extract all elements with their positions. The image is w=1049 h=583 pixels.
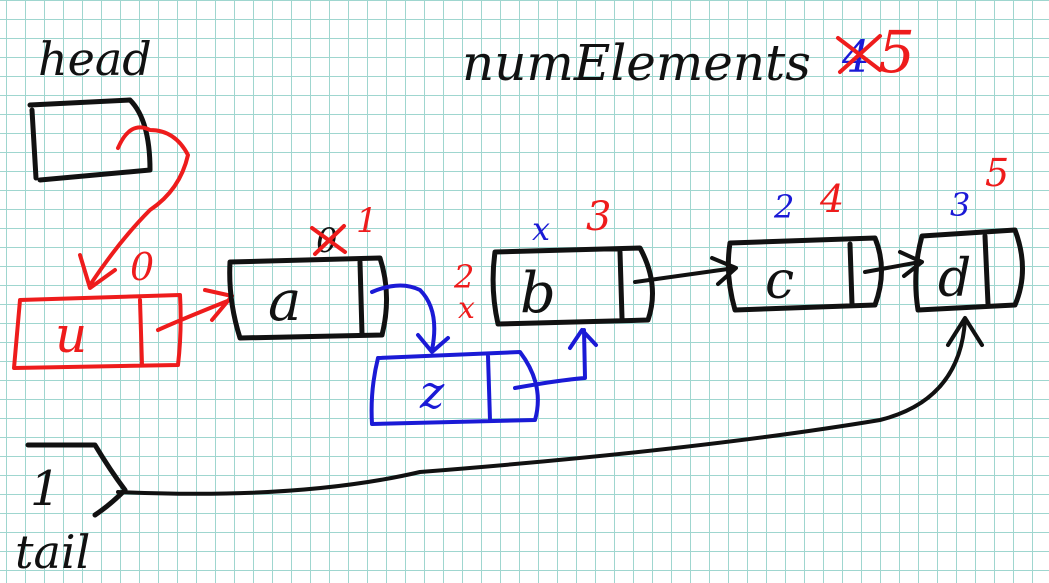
node-c-old-index: 2 bbox=[773, 188, 794, 226]
head-label: head bbox=[38, 32, 152, 86]
node-z-index-crossed: x bbox=[458, 291, 475, 326]
num-elements-strike bbox=[836, 34, 882, 74]
head-box bbox=[27, 97, 153, 183]
node-z-data: z bbox=[419, 365, 445, 419]
num-elements-new-value: 5 bbox=[878, 18, 915, 86]
node-z-index: 2 bbox=[453, 258, 474, 296]
sentinel-node-data: u bbox=[55, 306, 87, 364]
sentinel-index-label: 0 bbox=[130, 245, 154, 289]
node-b-box bbox=[490, 245, 655, 327]
node-b-old-index: x bbox=[532, 210, 550, 248]
c-to-d-arrow bbox=[863, 250, 924, 278]
node-b-data: b bbox=[520, 261, 556, 326]
num-elements-label: numElements bbox=[462, 34, 811, 92]
node-d-old-index: 3 bbox=[950, 186, 970, 224]
node-a-index-strike bbox=[310, 224, 347, 256]
node-c-box bbox=[725, 235, 884, 313]
node-a-box bbox=[227, 255, 390, 341]
tail-pointer-arrow bbox=[116, 316, 984, 496]
tail-box bbox=[25, 442, 128, 518]
node-d-data: d bbox=[938, 249, 971, 309]
a-to-z-arrow bbox=[370, 283, 450, 354]
node-a-new-index: 1 bbox=[356, 201, 378, 241]
tail-label: tail bbox=[15, 525, 90, 579]
node-b-new-index: 3 bbox=[586, 194, 611, 240]
node-a-data: a bbox=[268, 269, 301, 334]
node-d-box bbox=[913, 227, 1025, 313]
sentinel-node-box bbox=[12, 293, 183, 370]
node-z-box bbox=[369, 350, 540, 426]
node-c-data: c bbox=[765, 251, 794, 311]
node-c-new-index: 4 bbox=[819, 177, 844, 221]
node-d-new-index: 5 bbox=[985, 151, 1009, 195]
head-pointer-arrow bbox=[78, 125, 190, 290]
b-to-c-arrow bbox=[633, 256, 738, 286]
z-to-b-arrow bbox=[513, 328, 598, 390]
tail-box-value: 1 bbox=[30, 461, 61, 517]
